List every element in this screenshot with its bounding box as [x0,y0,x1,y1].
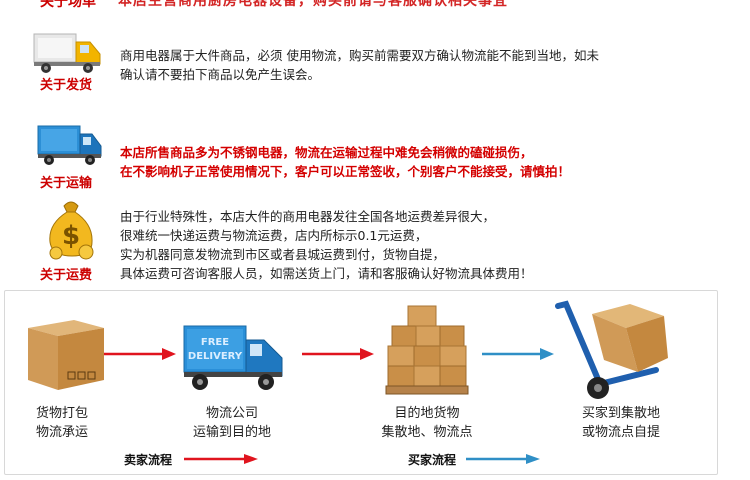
legend-buyer-arrow [466,454,540,464]
seller-flow-arrow [104,348,176,360]
section-text-transport: 本店所售商品多为不锈钢电器，物流在运输过程中难免会稍微的磕碰损伤， 在不影响机子… [120,143,570,181]
legend-seller-label: 卖家流程 [124,453,173,467]
top-section-label: 关于场单 [40,0,96,10]
section-label-transport: 关于运输 [40,176,93,191]
text-line: 具体运费可咨询客服人员，如需送货上门，请和客服确认好物流具体费用！ [120,266,533,281]
caption-line: 货物打包 [35,406,88,421]
caption-line: 物流承运 [35,425,88,440]
truck-text-delivery: DELIVERY [188,351,243,362]
text-line: 确认请不要拍下商品以免产生误会。 [120,67,321,82]
seller-flow-arrow [302,348,374,360]
money-bag-icon: $ [49,201,94,260]
legend-seller-arrow [184,454,258,464]
delivery-truck-icon [33,33,101,73]
top-section-text: 本店主营商用厨房电器设备，购买前请与客服确认相关事宜 [118,0,508,9]
flow-step-caption-packing: 货物打包 物流承运 [22,404,102,442]
buyer-flow-arrow [482,348,554,360]
flow-step-caption-shipping: 物流公司 运输到目的地 [180,404,284,442]
section-text-shipping: 商用电器属于大件商品，必须 使用物流，购买前需要双方确认物流能不能到当地，如未 … [120,46,599,84]
text-line: 在不影响机子正常使用情况下，客户可以正常签收，个别客户不能接受，请慎拍！ [120,164,571,179]
caption-line: 物流公司 [205,406,258,421]
section-label-shipping: 关于发货 [40,78,93,93]
text-line: 商用电器属于大件商品，必须 使用物流，购买前需要双方确认物流能不能到当地，如未 [120,48,599,63]
svg-text:$: $ [62,221,80,251]
text-line: 实为机器同意发物流到市区或者县城运费到付，货物自提， [120,247,446,262]
text-line: 很难统一快递运费与物流运费，店内所标示0.1元运费， [120,228,428,243]
text-line: 本店所售商品多为不锈钢电器，物流在运输过程中难免会稍微的磕碰损伤， [120,145,533,160]
legend-buyer-label: 买家流程 [408,453,457,467]
caption-line: 集散地、物流点 [381,425,473,440]
section-text-freight: 由于行业特殊性，本店大件的商用电器发往全国各地运费差异很大， 很难统一快递运费与… [120,207,533,283]
flow-step-caption-pickup: 买家到集散地 或物流点自提 [566,404,676,442]
caption-line: 或物流点自提 [581,425,660,440]
free-delivery-truck-icon: FREE DELIVERY [183,325,283,390]
caption-line: 运输到目的地 [192,425,271,440]
cardboard-box-icon [28,320,104,390]
hand-truck-icon [555,300,668,399]
flow-step-caption-hub: 目的地货物 集散地、物流点 [372,404,482,442]
caption-line: 买家到集散地 [581,406,660,421]
text-line: 由于行业特殊性，本店大件的商用电器发往全国各地运费差异很大， [120,209,496,224]
section-label-freight: 关于运费 [40,268,93,283]
caption-line: 目的地货物 [394,406,460,421]
box-pallet-icon [385,305,469,395]
blue-truck-icon [37,125,102,165]
truck-text-free: FREE [201,337,229,348]
